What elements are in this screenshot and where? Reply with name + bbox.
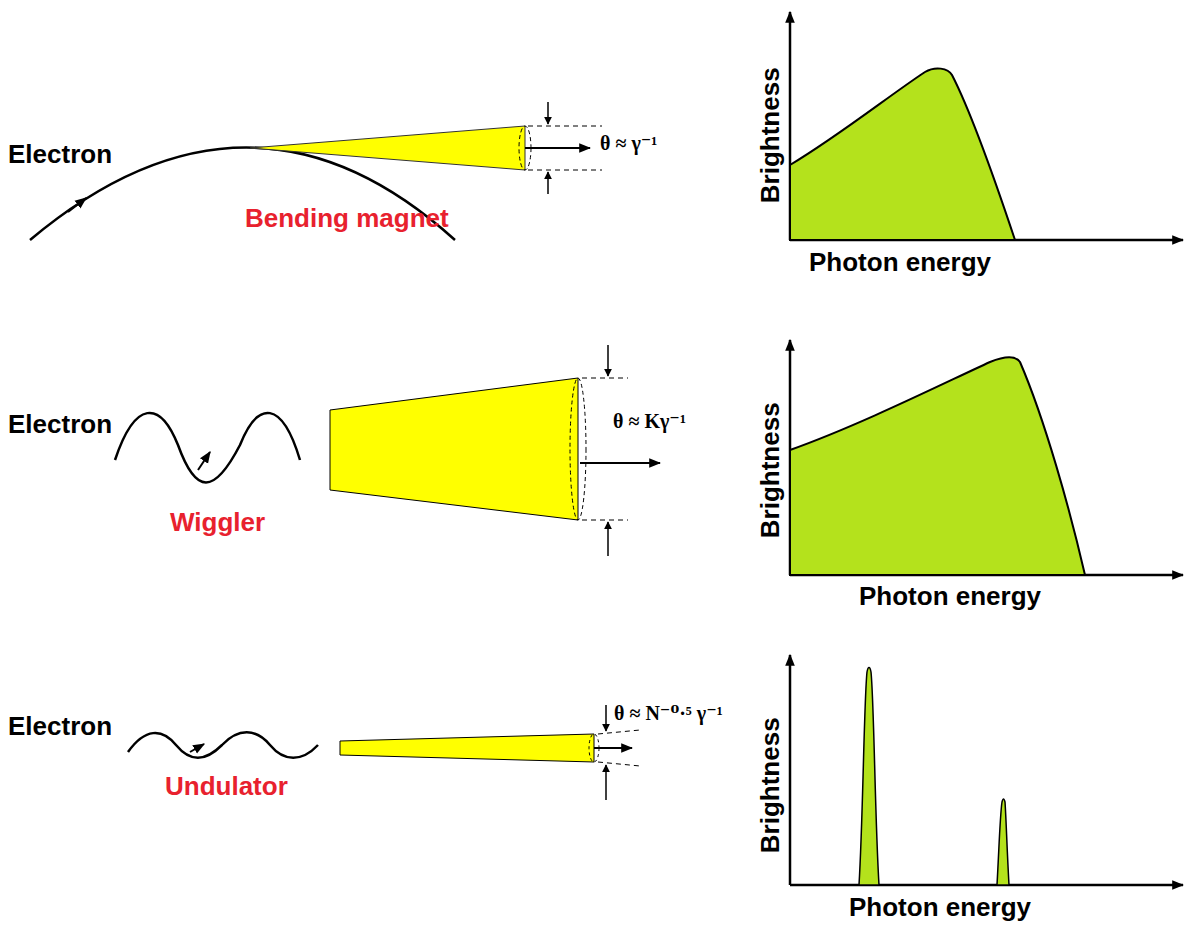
cone-limit <box>582 378 628 379</box>
radiation-cone <box>250 126 525 170</box>
cone-limit <box>598 762 640 766</box>
particle-label: Electron <box>8 140 112 169</box>
radiation-cone <box>340 734 594 762</box>
cone-limit <box>528 170 602 171</box>
electron-direction <box>68 198 86 212</box>
divergence-label: θ ≈ γ⁻¹ <box>600 132 657 154</box>
divergence-label: θ ≈ Kγ⁻¹ <box>613 410 686 432</box>
angle-arrow <box>547 172 549 194</box>
divergence-label: θ ≈ N⁻⁰·⁵ γ⁻¹ <box>614 702 723 724</box>
beam-arrow <box>594 747 632 749</box>
cone-limit <box>582 520 628 521</box>
cone-limit <box>598 730 640 734</box>
radiation-cone <box>330 378 578 520</box>
electron-path <box>115 413 300 483</box>
axis-title: Brightness <box>756 717 785 853</box>
particle-label: Electron <box>8 410 112 439</box>
beam-arrow <box>580 462 660 464</box>
axis-title: Photon energy <box>849 893 1031 922</box>
axis-title: Brightness <box>756 67 785 203</box>
y-axis <box>789 655 792 885</box>
angle-arrow <box>607 522 609 556</box>
angle-arrow <box>547 102 549 124</box>
axis-title: Photon energy <box>809 248 991 277</box>
beam-arrow <box>525 147 590 149</box>
electron-direction <box>198 452 210 470</box>
angle-arrow <box>607 345 609 376</box>
x-axis <box>790 884 1183 887</box>
spectrum-peak <box>859 668 879 886</box>
angle-arrow <box>605 765 607 800</box>
cone-end <box>570 378 586 520</box>
cone-limit <box>528 126 602 127</box>
electron-direction <box>190 744 204 752</box>
particle-label: Electron <box>8 712 112 741</box>
axis-title: Photon energy <box>859 582 1041 611</box>
source-name: Undulator <box>165 772 288 801</box>
angle-arrow <box>605 705 607 731</box>
source-name: Bending magnet <box>245 204 449 233</box>
axis-title: Brightness <box>756 402 785 538</box>
electron-path <box>128 732 318 758</box>
source-name: Wiggler <box>170 508 265 537</box>
spectrum-peak <box>997 799 1009 885</box>
spectrum <box>790 68 1015 240</box>
spectrum <box>790 357 1085 575</box>
